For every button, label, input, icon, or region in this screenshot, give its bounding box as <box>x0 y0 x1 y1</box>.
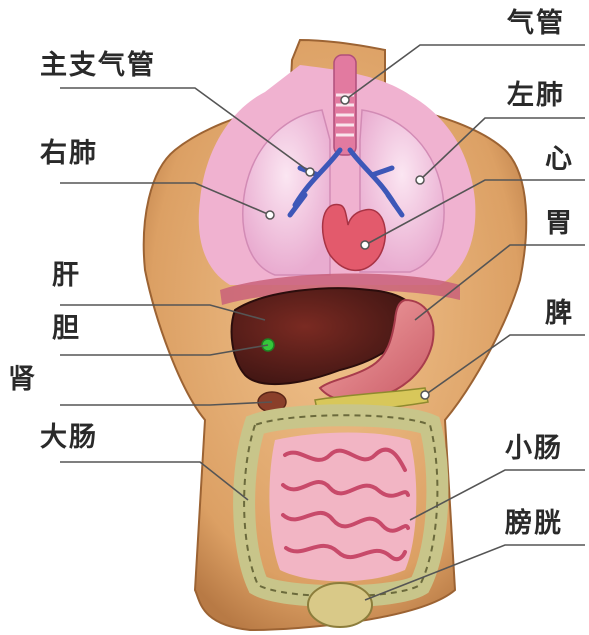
label-kidney: 肾 <box>8 366 37 393</box>
bladder <box>308 583 372 627</box>
label-liver: 肝 <box>52 262 81 289</box>
label-right-lung: 右肺 <box>40 140 98 167</box>
label-small-intestine: 小肠 <box>505 435 563 462</box>
label-left-lung: 左肺 <box>507 82 565 109</box>
label-large-intestine: 大肠 <box>40 424 98 451</box>
label-stomach: 胃 <box>545 210 574 237</box>
label-bladder: 膀胱 <box>505 510 563 537</box>
label-spleen: 脾 <box>545 300 574 327</box>
label-gallbladder: 胆 <box>52 315 81 342</box>
label-heart: 心 <box>545 146 574 173</box>
label-trachea: 气管 <box>507 10 565 37</box>
label-bronchi: 主支气管 <box>40 52 156 79</box>
